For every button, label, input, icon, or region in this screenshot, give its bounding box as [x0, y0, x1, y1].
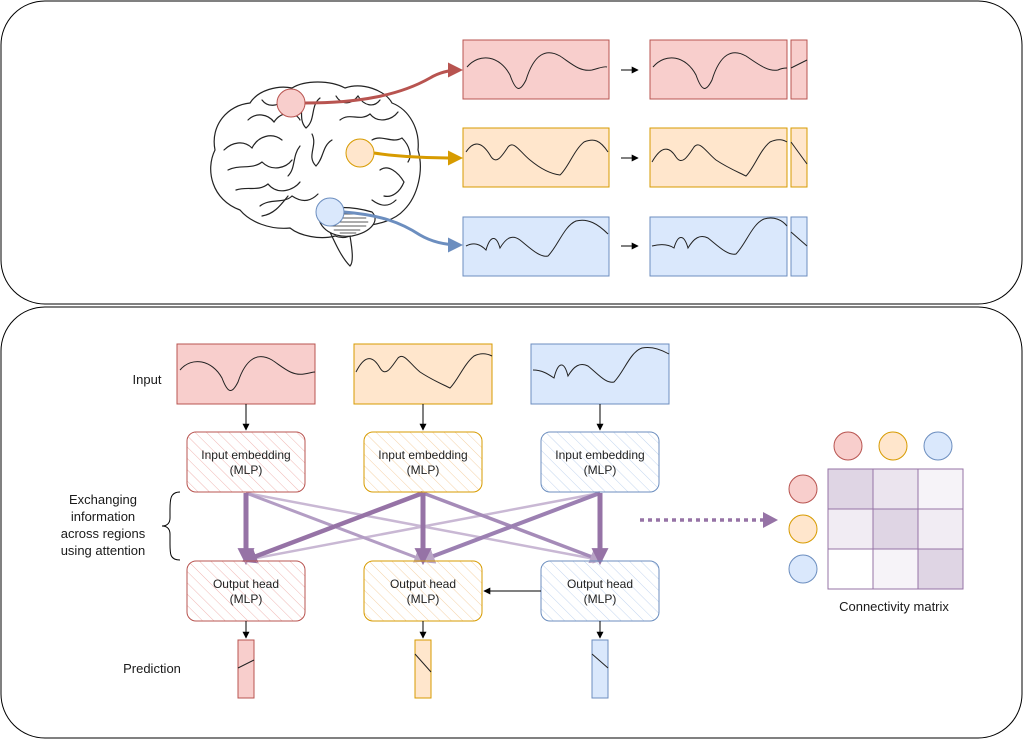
input-label: Input — [133, 372, 162, 387]
orange-region-arrow — [373, 150, 463, 166]
bottom-panel — [0, 306, 1023, 739]
matrix-col-dot-orange — [878, 431, 908, 461]
prediction-label: Prediction — [123, 661, 181, 676]
matrix-cell-0-2 — [917, 468, 964, 510]
prediction-red — [237, 639, 255, 699]
red-region-arrow — [304, 62, 463, 105]
exchange-label: Exchanging information across regions us… — [61, 492, 146, 558]
orange-region-dot[interactable] — [345, 138, 375, 168]
blue-region-dot[interactable] — [315, 197, 345, 227]
exchange-brace — [161, 491, 181, 561]
output-head-blue-line2: (MLP) — [584, 592, 617, 606]
output-head-orange[interactable]: Output head (MLP) — [363, 560, 483, 622]
output-head-red[interactable]: Output head (MLP) — [186, 560, 306, 622]
input-embedding-orange-line1: Input embedding — [378, 448, 467, 462]
input-signal-blue — [530, 343, 670, 405]
attention-arrows — [237, 490, 609, 566]
matrix-cell-2-1 — [872, 548, 919, 590]
matrix-cell-1-2 — [917, 508, 964, 550]
matrix-row-dot-blue — [788, 554, 818, 584]
input-embedding-orange-line2: (MLP) — [407, 463, 440, 477]
matrix-row-dot-orange — [788, 514, 818, 544]
blue-region-arrow — [343, 210, 463, 253]
svg-text:information: information — [71, 509, 135, 524]
top-signal-blue-output — [649, 216, 808, 277]
top-signal-orange-output — [649, 127, 808, 188]
output-head-orange-line2: (MLP) — [407, 592, 440, 606]
output-head-blue[interactable]: Output head (MLP) — [540, 560, 660, 622]
input-embedding-red-line2: (MLP) — [230, 463, 263, 477]
connectivity-label: Connectivity matrix — [839, 599, 949, 614]
svg-text:across regions: across regions — [61, 526, 146, 541]
input-embedding-red[interactable]: Input embedding (MLP) — [186, 431, 306, 493]
svg-text:Exchanging: Exchanging — [69, 492, 137, 507]
input-signal-orange — [353, 343, 493, 405]
connectivity-matrix — [827, 468, 964, 590]
matrix-cell-2-0 — [827, 548, 874, 590]
input-embedding-blue-line1: Input embedding — [555, 448, 644, 462]
matrix-cell-1-1 — [872, 508, 919, 550]
top-signal-red-input — [462, 39, 610, 100]
top-signal-blue-input — [462, 216, 610, 277]
matrix-col-dot-red — [833, 431, 863, 461]
matrix-cell-0-0 — [827, 468, 874, 510]
output-head-orange-line1: Output head — [390, 577, 456, 591]
top-signal-orange-input — [462, 127, 610, 188]
matrix-row-dot-red — [788, 474, 818, 504]
arrow-to-matrix-head — [763, 512, 778, 528]
matrix-cell-0-1 — [872, 468, 919, 510]
prediction-blue — [591, 639, 609, 699]
input-embedding-orange[interactable]: Input embedding (MLP) — [363, 431, 483, 493]
red-region-dot[interactable] — [276, 88, 306, 118]
input-signal-red — [176, 343, 316, 405]
output-head-blue-line1: Output head — [567, 577, 633, 591]
output-head-red-line2: (MLP) — [230, 592, 263, 606]
input-embedding-blue[interactable]: Input embedding (MLP) — [540, 431, 660, 493]
matrix-cell-2-2 — [917, 548, 964, 590]
matrix-cell-1-0 — [827, 508, 874, 550]
input-embedding-red-line1: Input embedding — [201, 448, 290, 462]
output-head-red-line1: Output head — [213, 577, 279, 591]
input-embedding-blue-line2: (MLP) — [584, 463, 617, 477]
matrix-col-dot-blue — [923, 431, 953, 461]
svg-text:using attention: using attention — [61, 543, 146, 558]
prediction-orange — [414, 639, 432, 699]
top-signal-red-output — [649, 39, 808, 100]
